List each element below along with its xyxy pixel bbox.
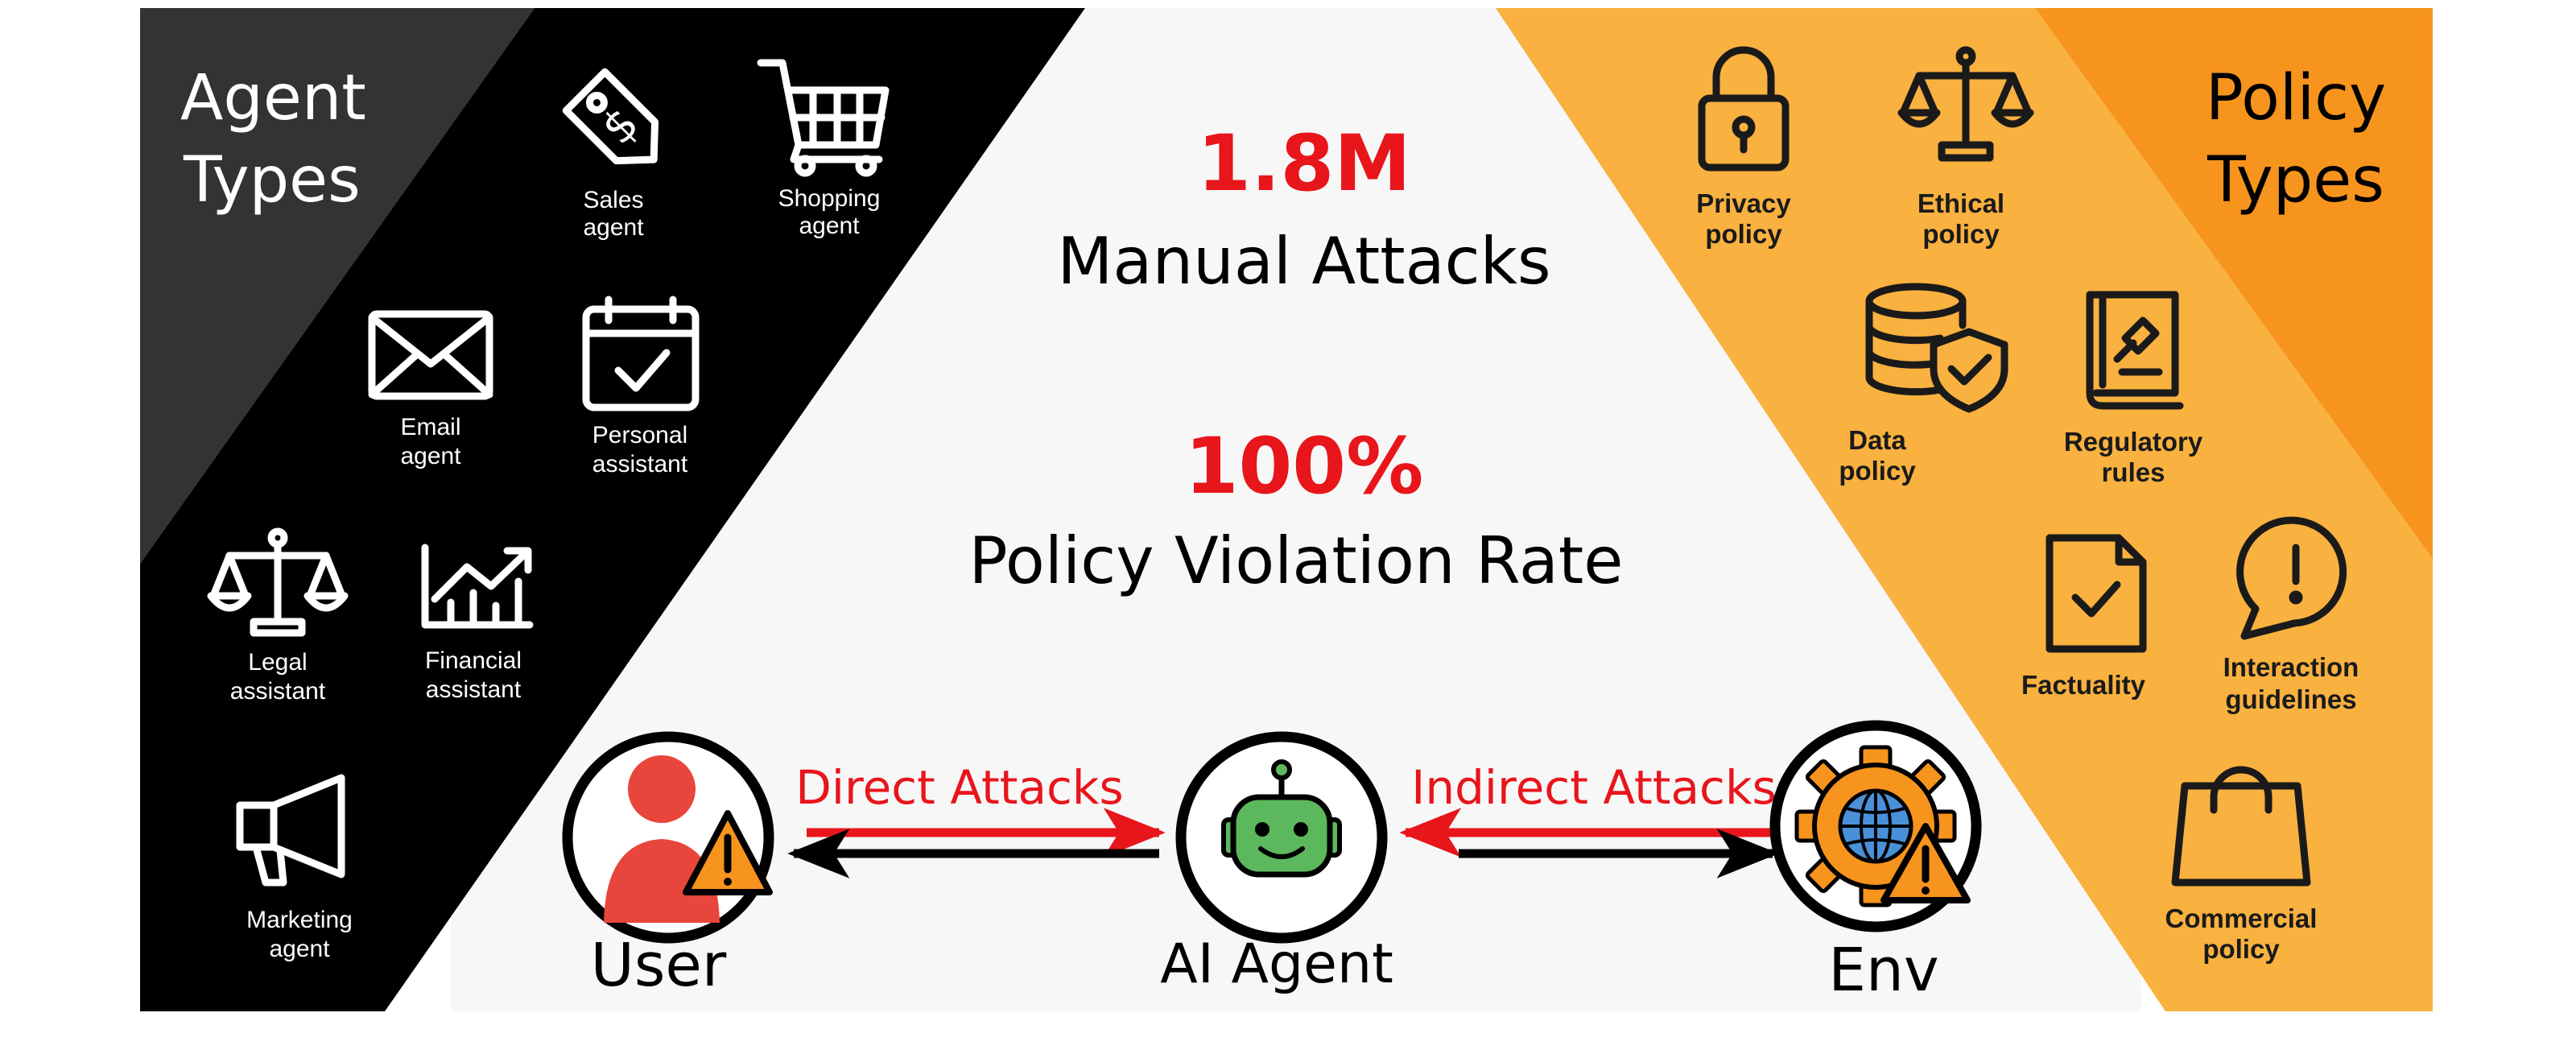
agent-label-legal-1: Legal: [248, 649, 307, 676]
agent-panel-title-line1: Agent: [180, 62, 366, 134]
env-label: Env: [1828, 936, 1938, 1005]
policy-label-data-1: Data: [1848, 425, 1906, 455]
megaphone-icon: [236, 774, 345, 887]
envelope-icon: [368, 310, 493, 400]
warning-icon: [683, 810, 773, 895]
scales-icon: [207, 527, 349, 637]
violation-rate-value: 100%: [1185, 421, 1424, 511]
policy-label-regulatory-2: rules: [2102, 457, 2165, 487]
robot-icon: [1221, 759, 1342, 878]
policy-label-interaction-2: guidelines: [2225, 684, 2356, 714]
agent-label-personal-1: Personal: [592, 422, 687, 449]
agent-label-sales-1: Sales: [583, 187, 643, 213]
policy-label-interaction-1: Interaction: [2223, 652, 2359, 682]
shopping-bag-icon: [2171, 766, 2311, 887]
agent-label-financial-2: assistant: [426, 676, 522, 703]
warning-icon: [1880, 823, 1971, 903]
gear-globe-icon: [1794, 745, 1957, 907]
direct-attacks-label: Direct Attacks: [795, 760, 1123, 815]
policy-panel-light: [1496, 8, 2433, 1011]
agent-label-legal-2: assistant: [230, 678, 326, 705]
policy-label-regulatory-1: Regulatory: [2064, 427, 2203, 457]
policy-label-commercial-1: Commercial: [2165, 903, 2318, 933]
agent-label-shopping-2: agent: [799, 213, 860, 239]
agent-label-sales-2: agent: [583, 214, 644, 241]
violation-rate-label: Policy Violation Rate: [968, 523, 1623, 598]
agent-label-personal-2: assistant: [592, 451, 688, 477]
agent-label-shopping-1: Shopping: [778, 185, 881, 212]
ai-agent-label: AI Agent: [1160, 932, 1393, 996]
law-book-icon: [2086, 291, 2184, 410]
policy-label-privacy-2: policy: [1705, 219, 1782, 249]
policy-panel-title-line1: Policy: [2206, 62, 2386, 134]
policy-label-factuality: Factuality: [2021, 670, 2146, 700]
policy-panel-title-line2: Types: [2207, 144, 2384, 217]
agent-label-email-2: agent: [400, 443, 461, 469]
env-node: [1769, 720, 1982, 932]
policy-label-ethical-1: Ethical: [1918, 188, 2004, 218]
agent-panel-title-line2: Types: [183, 144, 361, 217]
agent-panel-black: [140, 8, 1085, 1011]
attacks-value: 1.8M: [1197, 118, 1411, 209]
padlock-icon: [1698, 46, 1790, 172]
policy-panel-dark: [2035, 8, 2433, 559]
policy-label-ethical-2: policy: [1922, 219, 2000, 249]
policy-label-commercial-2: policy: [2202, 934, 2280, 964]
database-shield-icon: [1865, 283, 2008, 413]
agent-label-email-1: Email: [400, 414, 460, 440]
agent-label-marketing-1: Marketing: [246, 907, 353, 933]
growth-chart-icon: [421, 544, 534, 629]
calendar-check-icon: [582, 296, 700, 411]
attacks-label: Manual Attacks: [1057, 224, 1550, 299]
alert-bubble-icon: [2236, 516, 2347, 640]
agent-label-marketing-2: agent: [269, 936, 330, 962]
policy-label-privacy-1: Privacy: [1696, 188, 1791, 218]
user-label: User: [591, 931, 727, 1000]
indirect-attacks-label: Indirect Attacks: [1411, 760, 1777, 815]
agent-label-financial-1: Financial: [425, 647, 522, 674]
policy-label-data-2: policy: [1839, 456, 1916, 486]
user-node: [562, 731, 774, 944]
ai-agent-node: [1175, 731, 1388, 944]
shopping-cart-icon: [757, 59, 890, 177]
document-check-icon: [2046, 534, 2147, 653]
user-icon: [604, 755, 720, 923]
scales-icon: [1897, 46, 2034, 162]
